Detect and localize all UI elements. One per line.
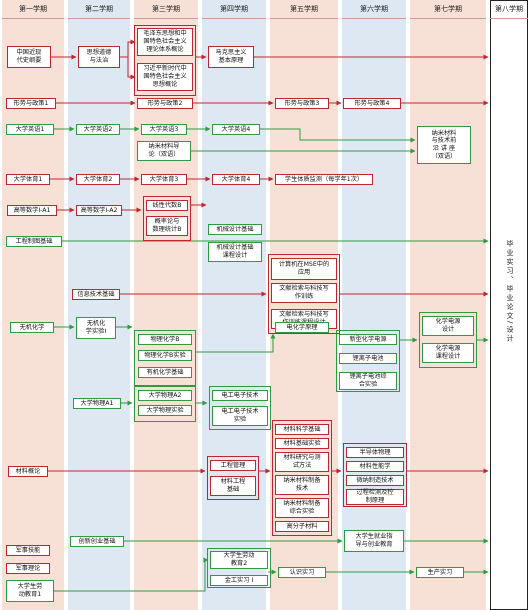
electronics-group [209,386,271,430]
course-glltj: 概率论与 数理统计B [146,216,188,236]
course-xjpsx: 习近平新时代中 国特色社会主义 思想概论 [137,63,193,91]
course-wlhx: 物理化学B [138,334,192,345]
course-xxjs: 信息技术基础 [72,289,120,300]
eighth-term-text: 毕业实习、毕业论文/设计 [506,240,514,344]
course-gdsx2: 高等数学I-A2 [76,205,122,216]
course-dxwl1: 大学物理A1 [73,398,121,409]
course-rssx: 认识实习 [278,567,326,578]
course-dxty4: 大学体育4 [212,174,260,185]
course-gczt: 工程制图基础 [6,236,62,247]
course-ldjy1: 大学生劳 动教育1 [6,580,54,602]
course-nmqy: 纳米材料 与技术前 沿 讲 座 （双语） [417,126,471,164]
course-clyj: 材料研究与测 试方法 [275,452,329,472]
course-gcgl: 工程管理 [210,460,256,471]
course-jxsj: 机械设计基础 [208,224,262,235]
course-dxty1: 大学体育1 [6,174,50,185]
course-mzdsx: 毛泽东思想和中 国特色社会主义 理论体系概论 [137,28,193,56]
course-jsjmse: 计算机在MSE中的 应用 [271,258,337,280]
materials-core-group [272,420,332,536]
chemistry-group [134,330,196,386]
course-gcjc: 过程检测及控 制原理 [346,489,404,505]
arrow-2 [120,39,136,58]
course-dgdz: 电工电子技术 [212,390,268,401]
course-cljcsy: 材料基础实验 [275,438,329,449]
arrow-13 [260,128,416,143]
course-sxddfz: 思想道德 与法治 [78,46,120,68]
battery-group [336,330,400,392]
materials-adv-group [343,443,407,507]
course-dxwlsy: 大学物理实验 [138,405,192,416]
semester-header-7: 第七学期 [410,0,486,19]
course-dxwl2: 大学物理A2 [138,390,192,401]
course-mkszy: 马克思主义 基本原理 [208,46,254,68]
course-nmcldl: 纳米材料导 论（双语） [137,141,191,161]
semester-column-4 [202,0,266,610]
arrow-27 [196,333,276,353]
semester-header-6: 第六学期 [342,0,406,19]
course-jsll: 军事理论 [6,563,50,574]
semester-header-3: 第三学期 [134,0,198,19]
course-bdt: 半导体物理 [346,447,404,458]
eng-mgmt-group [207,456,259,500]
course-dxty2: 大学体育2 [76,174,120,185]
ideology-group [134,25,196,96]
semester-header-1: 第一学期 [2,0,64,19]
course-llzdc: 锂离子电池 [339,353,397,364]
semester-header-4: 第四学期 [202,0,266,19]
course-dxyy3: 大学英语3 [141,124,187,135]
course-wlhxsy: 物理化学B实验 [138,350,192,361]
course-nmzb: 纳米材料制备 技术 [275,475,329,495]
course-jyzd: 大学生就业指 导与创业教育 [344,530,404,552]
course-wnjg: 微纳制造技术 [346,475,404,486]
course-gdsx1: 高等数学I-A1 [7,205,57,216]
course-dxyy4: 大学英语4 [212,124,260,135]
semester-header-2: 第二学期 [68,0,130,19]
course-dxyy1: 大学英语1 [6,124,54,135]
linear-prob-group [143,196,191,241]
labor-group [207,548,271,588]
course-wjhx: 无机化学 [10,322,54,333]
course-llzsy: 锂离子电池综 合实验 [339,372,397,390]
course-xszc2: 形势与政策2 [137,98,193,109]
course-dxty3: 大学体育3 [141,174,187,185]
course-hxdysj: 化学电源 设计 [422,316,474,336]
course-zgjdsgy: 中国近现 代史纲要 [7,46,51,68]
course-clkx: 材料科学基础 [275,424,329,435]
course-xszc4: 形势与政策4 [343,98,401,109]
course-xxds: 线性代数B [146,200,188,211]
arrow-39 [54,557,209,592]
course-gfz: 高分子材料 [275,521,329,532]
arrow-3 [127,57,136,80]
mse-writing-group [268,254,340,334]
semester-column-7 [410,0,486,610]
course-xszc3: 形势与政策3 [275,98,329,109]
course-clgl: 材料概论 [8,466,48,477]
course-xszc1: 形势与政策1 [6,98,56,109]
semester-column-8 [490,0,528,610]
course-wjhxsy: 无机化 学实验I [76,317,116,339]
course-clxn: 材料性能学 [346,461,404,472]
course-xxhxdy: 新型化学电源 [339,334,397,345]
semester-header-5: 第五学期 [270,0,338,19]
course-dgdzsy: 电工电子技术 实验 [212,406,268,426]
course-dxyy2: 大学英语2 [76,124,120,135]
course-clgcjc: 材料工程 基础 [210,476,256,496]
course-ldjy2: 大学生劳动 教育2 [210,551,268,569]
semester-column-2 [68,0,130,610]
semester-header-8: 第八学期 [490,0,528,19]
battery-design-group [419,312,477,368]
physics-group [134,386,196,422]
course-cxcy: 创新创业基础 [70,536,124,547]
course-nmzbsy: 纳米材料制备 综合实验 [275,498,329,518]
course-hxdykc: 化学电源 课程设计 [422,343,474,363]
course-jgsx: 金工实习 I [210,575,268,586]
course-tzjc: 学生体质监测（每学年1次） [275,174,373,185]
course-wxjs: 文献检索与科技写 作训练 [271,283,337,303]
course-dhxyl: 电化学原理 [275,322,329,333]
course-scsx: 生产实习 [416,567,464,578]
course-jsjn: 军事技能 [6,545,50,556]
course-jxsjkc: 机械设计基础 课程设计 [208,242,262,262]
course-yjhx: 有机化学基础 [138,367,192,378]
